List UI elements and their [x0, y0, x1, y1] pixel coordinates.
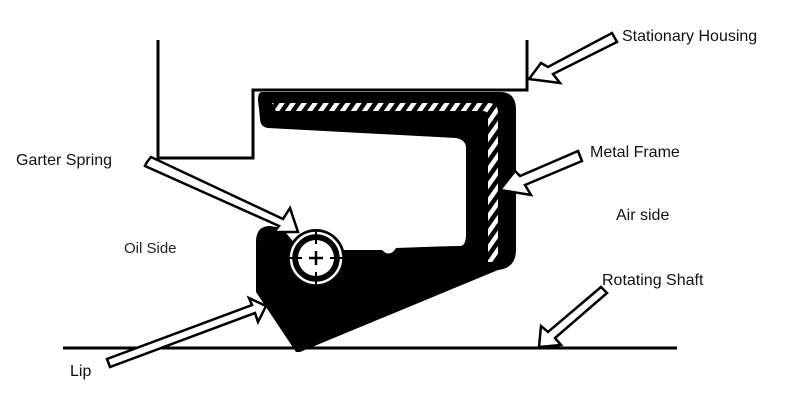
seal-inner-cavity — [270, 130, 466, 254]
stationary-housing-arrow-icon — [526, 31, 619, 85]
metal-frame-arrow-icon — [497, 149, 584, 197]
rotating-shaft-label: Rotating Shaft — [602, 272, 704, 289]
lip-arrow-icon — [105, 295, 268, 369]
seal-body — [256, 92, 516, 352]
garter-spring — [287, 229, 345, 287]
metal-frame-label: Metal Frame — [590, 144, 680, 161]
garter-spring-arrow-icon — [143, 155, 300, 234]
stationary-housing-label: Stationary Housing — [622, 28, 758, 45]
lip-label: Lip — [70, 363, 92, 380]
garter-spring-label: Garter Spring — [16, 152, 113, 169]
oil-side-label: Oil Side — [124, 240, 177, 257]
air-side-label: Air side — [616, 207, 670, 224]
rotating-shaft-arrow-icon — [537, 285, 609, 349]
housing-outline — [156, 40, 529, 160]
